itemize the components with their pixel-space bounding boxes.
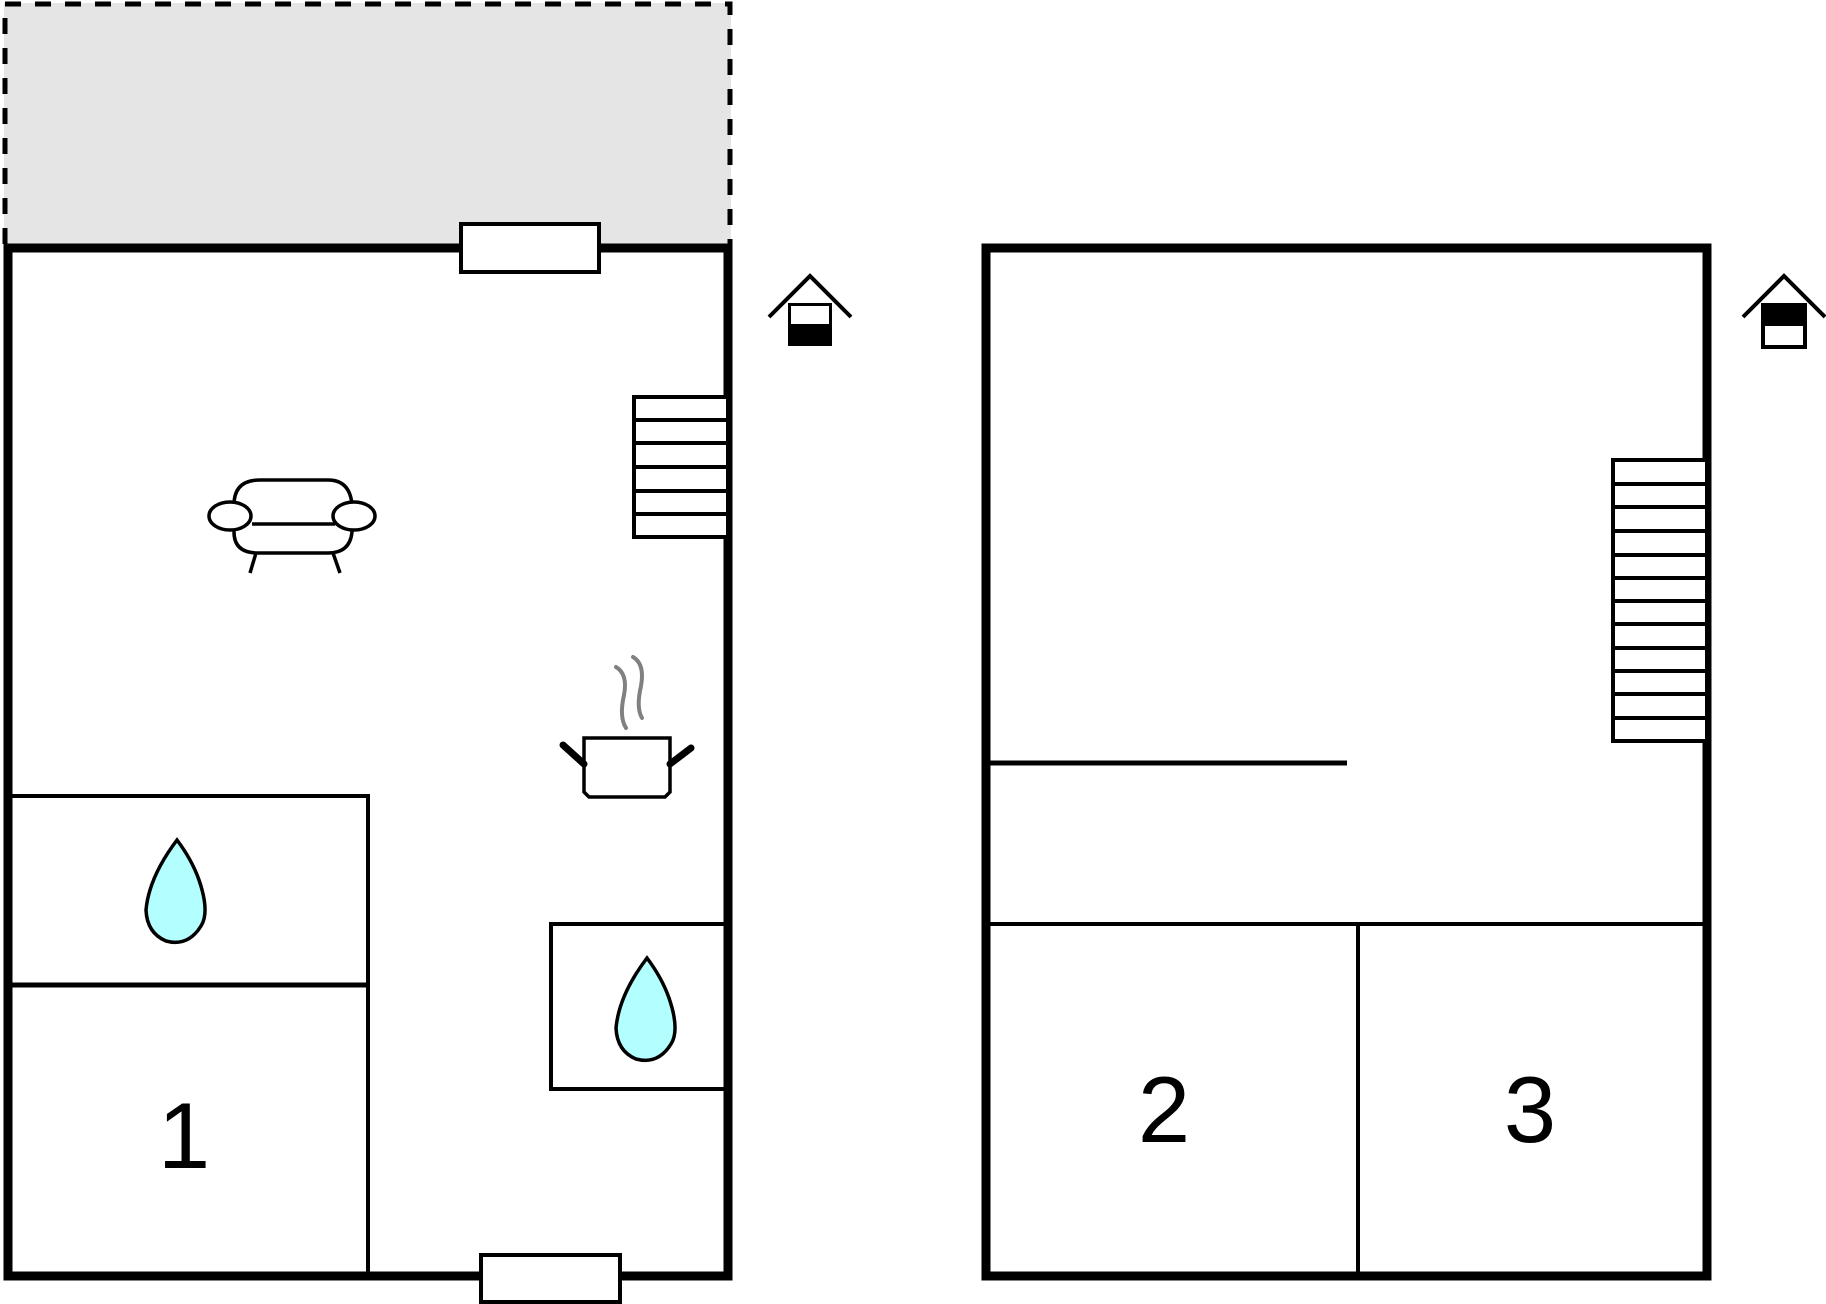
house-level-upper-icon [1741,273,1826,349]
water-drop-icon [614,955,677,1063]
room-label-3: 3 [1504,1057,1556,1162]
stairs-upper [1611,458,1709,743]
house-level-ground-icon [767,273,853,346]
ground-floor-plan: 1 [2,1,853,1304]
water-drop-icon [144,837,207,945]
terrace-dashed-border [2,1,733,244]
stairs-ground [632,395,730,539]
upper-floor-outer-walls [981,243,1712,1281]
window-bottom [479,1253,622,1304]
interior-walls-left [8,794,370,1276]
cooking-pot-icon [559,655,695,799]
sofa-icon [207,478,377,574]
terrace [2,1,733,244]
room-label-2: 2 [1138,1057,1190,1162]
room-label-1: 1 [158,1083,210,1188]
terrace-area [4,3,731,244]
interior-walls-right [990,760,1707,1276]
window-top [459,222,601,274]
upper-floor-plan: 2 3 [981,243,1826,1281]
bathroom-right-walls [549,922,730,1091]
